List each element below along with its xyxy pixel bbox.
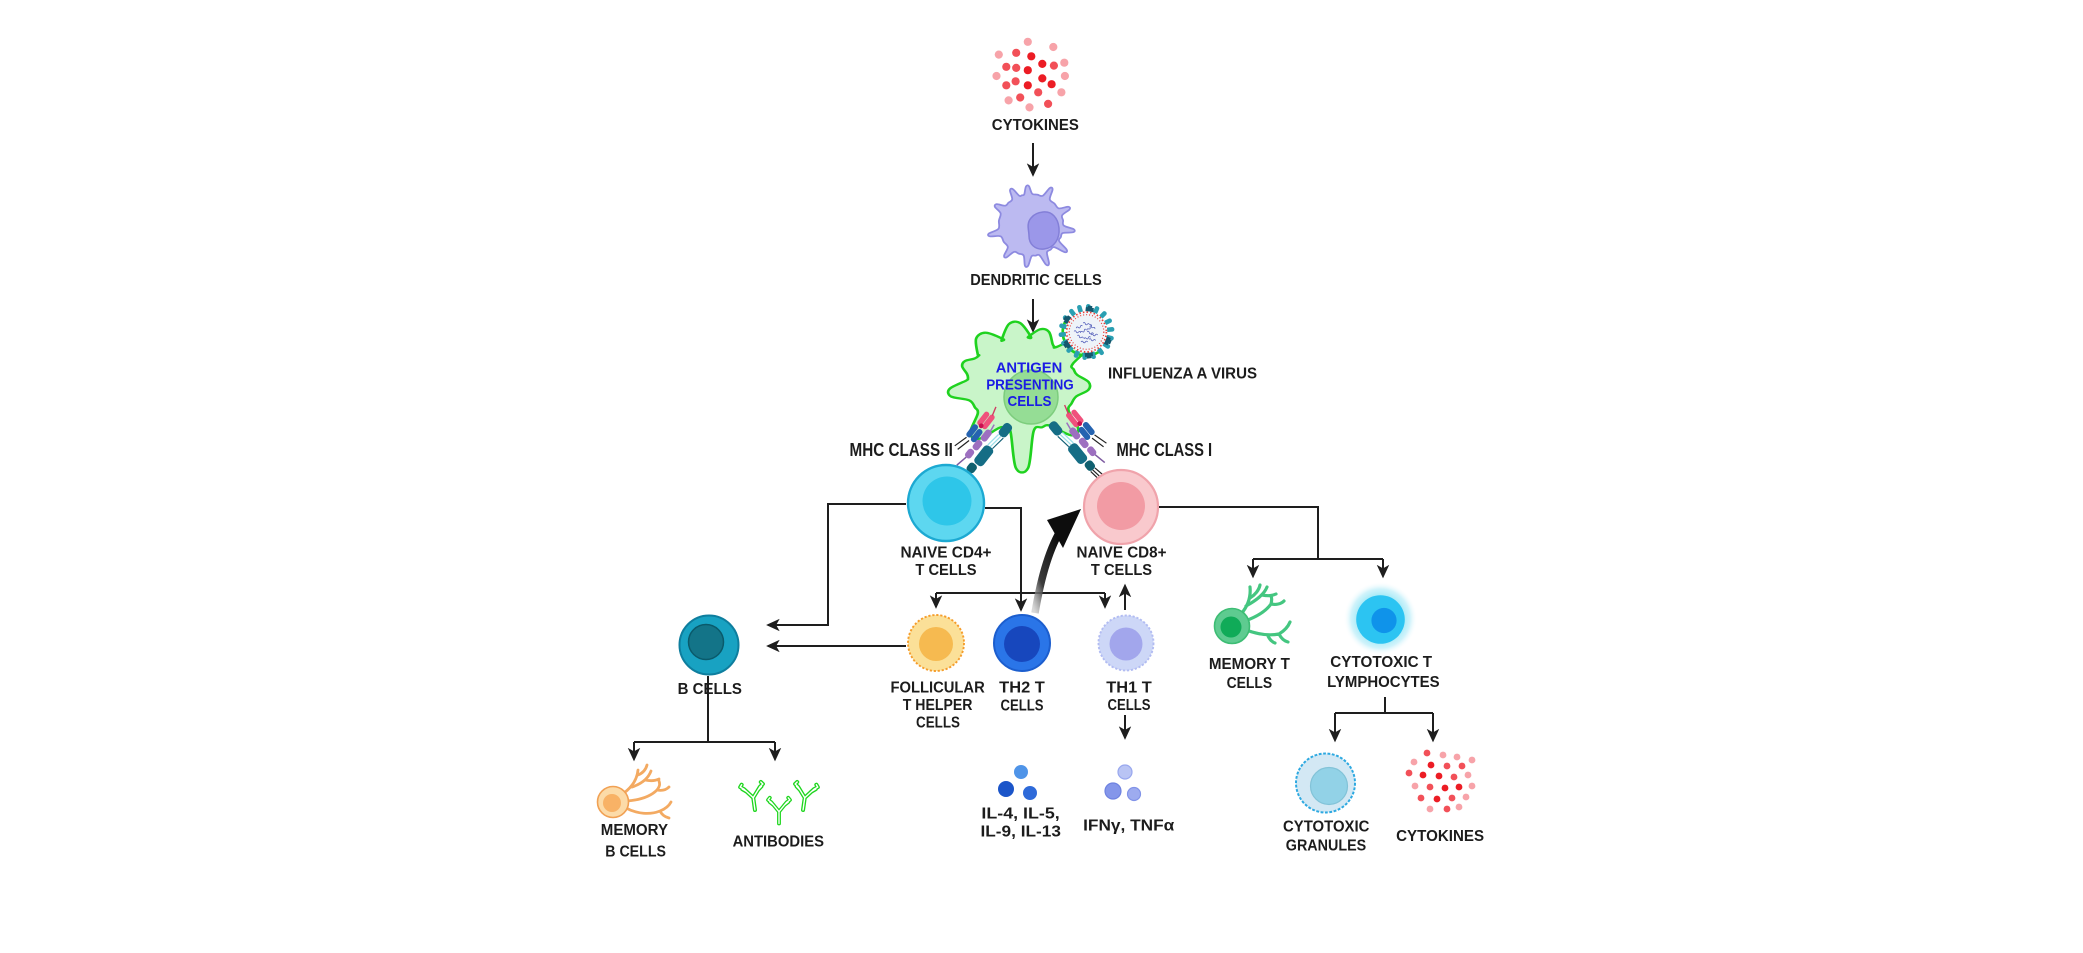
svg-text:T HELPER: T HELPER — [903, 697, 973, 714]
svg-text:IFNγ, TNFα: IFNγ, TNFα — [1083, 818, 1174, 835]
svg-text:DENDRITIC CELLS: DENDRITIC CELLS — [970, 272, 1102, 289]
svg-text:PRESENTING: PRESENTING — [986, 377, 1074, 394]
svg-text:B CELLS: B CELLS — [678, 681, 743, 698]
svg-text:TH1 T: TH1 T — [1106, 679, 1152, 696]
svg-text:CYTOKINES: CYTOKINES — [1396, 828, 1484, 845]
svg-text:CYTOKINES: CYTOKINES — [992, 117, 1079, 134]
svg-text:MEMORY T: MEMORY T — [1209, 656, 1290, 673]
svg-text:TH2 T: TH2 T — [999, 680, 1045, 697]
svg-text:NAIVE CD4+: NAIVE CD4+ — [900, 545, 991, 562]
svg-text:CELLS: CELLS — [1001, 697, 1044, 714]
svg-text:NAIVE CD8+: NAIVE CD8+ — [1077, 545, 1167, 562]
svg-text:INFLUENZA A VIRUS: INFLUENZA A VIRUS — [1108, 366, 1257, 383]
svg-text:CELLS: CELLS — [1108, 697, 1151, 714]
svg-text:CYTOTOXIC T: CYTOTOXIC T — [1330, 654, 1432, 671]
svg-text:IL-4, IL-5,: IL-4, IL-5, — [981, 805, 1059, 822]
svg-text:MEMORY: MEMORY — [601, 822, 669, 839]
svg-text:CELLS: CELLS — [1227, 675, 1273, 692]
svg-text:LYMPHOCYTES: LYMPHOCYTES — [1327, 674, 1440, 691]
svg-text:MHC CLASS II: MHC CLASS II — [850, 440, 953, 460]
svg-text:MHC CLASS I: MHC CLASS I — [1117, 440, 1213, 460]
svg-text:B CELLS: B CELLS — [605, 843, 666, 860]
svg-text:FOLLICULAR: FOLLICULAR — [890, 679, 985, 696]
svg-text:T CELLS: T CELLS — [1091, 562, 1152, 579]
svg-text:CELLS: CELLS — [916, 715, 960, 732]
svg-text:CELLS: CELLS — [1008, 393, 1052, 410]
svg-text:ANTIGEN: ANTIGEN — [996, 359, 1063, 376]
svg-text:GRANULES: GRANULES — [1286, 837, 1367, 854]
svg-text:T CELLS: T CELLS — [915, 562, 976, 579]
svg-text:ANTIBODIES: ANTIBODIES — [733, 834, 825, 851]
svg-text:IL-9, IL-13: IL-9, IL-13 — [981, 824, 1062, 841]
svg-text:CYTOTOXIC: CYTOTOXIC — [1283, 819, 1370, 836]
